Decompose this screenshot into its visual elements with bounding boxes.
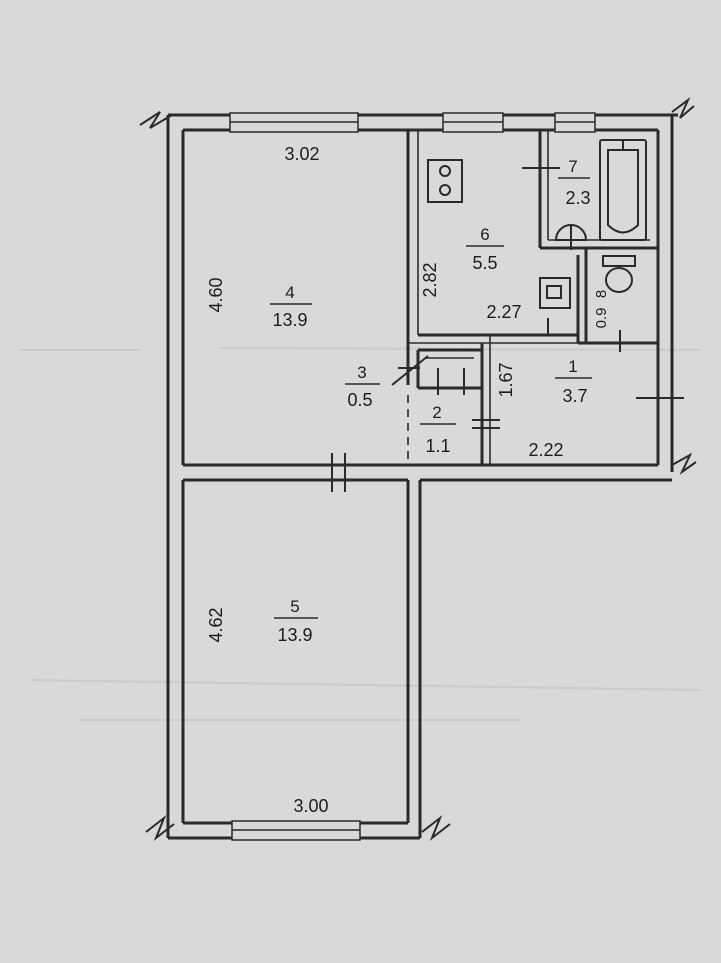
room-5-area: 13.9 <box>277 625 312 645</box>
room-7-area: 2.3 <box>565 188 590 208</box>
bathtub-icon <box>599 139 647 241</box>
room-1-label: 1 3.7 <box>555 357 592 406</box>
room-2-area: 1.1 <box>425 436 450 456</box>
break-top-right <box>671 96 695 119</box>
dimensions: 3.02 4.60 3.00 4.62 2.82 2.27 1.67 2.22 <box>206 144 564 816</box>
washbasin-icon <box>554 224 588 250</box>
room-4-area: 13.9 <box>272 310 307 330</box>
dim-room1-height: 1.67 <box>496 362 516 397</box>
break-mid-right <box>671 452 697 476</box>
break-symbols <box>139 96 697 842</box>
kitchen-sink-icon <box>539 277 571 309</box>
room-4-number: 4 <box>285 283 294 302</box>
walls <box>166 113 678 840</box>
room-5-label: 5 13.9 <box>274 597 318 645</box>
room-4-label: 4 13.9 <box>270 283 312 330</box>
break-top-left <box>139 111 173 129</box>
dim-room1-width: 2.22 <box>528 440 563 460</box>
room-1-number: 1 <box>568 357 577 376</box>
room-3-label: 3 0.5 <box>345 363 380 410</box>
room-6-label: 6 5.5 <box>466 225 504 273</box>
room-2-number: 2 <box>432 403 441 422</box>
room-8-area: 0.9 <box>593 308 610 329</box>
dim-room6-width: 2.27 <box>486 302 521 322</box>
room-5-number: 5 <box>290 597 299 616</box>
room-6-area: 5.5 <box>472 253 497 273</box>
stove-icon <box>427 159 463 203</box>
room-7-number: 7 <box>568 157 577 176</box>
room-3-area: 0.5 <box>347 390 372 410</box>
dim-room5-width: 3.00 <box>293 796 328 816</box>
dim-room4-height: 4.60 <box>206 277 226 312</box>
closet-door-swing <box>391 355 429 386</box>
door-marks <box>331 167 684 492</box>
windows <box>229 112 596 841</box>
room-2-label: 2 1.1 <box>420 403 456 456</box>
break-bottom-right <box>421 814 451 842</box>
room-8-number: 8 <box>593 290 610 298</box>
dim-room4-width: 3.02 <box>284 144 319 164</box>
room-8-label: 8 0.9 <box>593 290 610 329</box>
room-7-label: 7 2.3 <box>558 157 591 208</box>
room-1-area: 3.7 <box>562 386 587 406</box>
break-bottom-left <box>145 814 175 842</box>
dim-room6-height: 2.82 <box>420 262 440 297</box>
room-3-number: 3 <box>357 363 366 382</box>
dim-room5-height: 4.62 <box>206 607 226 642</box>
toilet-icon <box>602 255 636 293</box>
room-6-number: 6 <box>480 225 489 244</box>
